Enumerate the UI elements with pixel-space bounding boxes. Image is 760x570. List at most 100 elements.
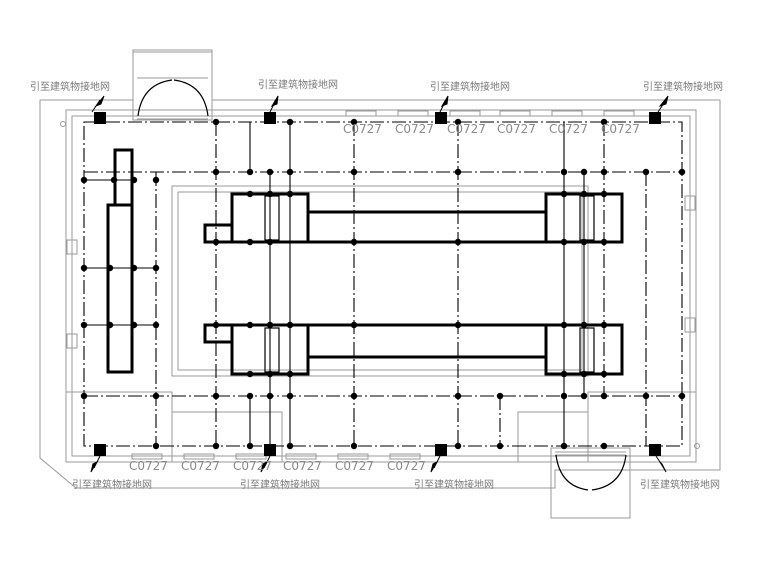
connection-dot	[212, 321, 220, 329]
connection-dot	[678, 168, 686, 176]
connection-dot	[152, 264, 160, 272]
connection-dot	[454, 118, 462, 126]
branch-lines	[84, 122, 585, 446]
connection-dot	[350, 238, 358, 246]
connection-dot	[580, 392, 588, 400]
connection-dot	[580, 370, 588, 378]
connection-dot	[454, 442, 462, 450]
annotation-bottom-3: 引至建筑物接地网	[414, 478, 494, 491]
annotation-bottom-1: 引至建筑物接地网	[72, 478, 152, 491]
connection-dot	[350, 442, 358, 450]
connection-dot	[80, 264, 88, 272]
connection-dot	[286, 442, 294, 450]
leader-arrows	[90, 95, 669, 473]
connection-dot	[110, 176, 118, 184]
connection-dot	[580, 238, 588, 246]
window-label-bottom-4: C0727	[283, 459, 322, 473]
annotation-top-2: 引至建筑物接地网	[258, 78, 338, 91]
window-label-top-4: C0727	[497, 122, 536, 136]
connection-dot	[80, 392, 88, 400]
connection-dot	[560, 168, 568, 176]
connection-dot	[496, 442, 504, 450]
left-equipment-upper	[113, 148, 134, 207]
grounding-electrode	[649, 444, 661, 456]
connection-dot	[642, 168, 650, 176]
connection-dot	[350, 118, 358, 126]
window-label-top-3: C0727	[447, 122, 486, 136]
grounding-annotations: 引至建筑物接地网 引至建筑物接地网 引至建筑物接地网 引至建筑物接地网 引至建筑…	[30, 78, 723, 491]
grounding-electrode	[94, 112, 106, 124]
connection-dot	[580, 190, 588, 198]
connection-dot	[266, 370, 274, 378]
connection-dot	[152, 176, 160, 184]
connection-dot	[152, 321, 160, 329]
connection-dot	[152, 392, 160, 400]
window-label-bottom-5: C0727	[335, 459, 374, 473]
annotation-bottom-4: 引至建筑物接地网	[640, 478, 720, 491]
grounding-electrode	[649, 112, 661, 124]
annotation-top-4: 引至建筑物接地网	[643, 80, 723, 93]
connection-dot	[560, 238, 568, 246]
connection-dot	[286, 118, 294, 126]
connection-dot	[350, 321, 358, 329]
connection-dot	[350, 392, 358, 400]
annotation-bottom-2: 引至建筑物接地网	[240, 478, 320, 491]
connection-dot	[560, 190, 568, 198]
connection-dot	[212, 442, 220, 450]
connection-dot	[454, 392, 462, 400]
grounding-electrode	[264, 444, 276, 456]
connection-dot	[106, 321, 114, 329]
connection-dot	[600, 190, 608, 198]
grounding-electrodes	[94, 112, 661, 456]
connection-dot	[266, 238, 274, 246]
connection-dot	[106, 264, 114, 272]
connection-dot	[678, 392, 686, 400]
grounding-electrode	[264, 112, 276, 124]
grounding-electrode	[435, 444, 447, 456]
connection-dot	[496, 392, 504, 400]
connection-dot	[266, 190, 274, 198]
window-label-bottom-1: C0727	[129, 459, 168, 473]
connection-dot	[560, 442, 568, 450]
connection-dot	[212, 118, 220, 126]
connection-dot	[246, 370, 254, 378]
window-label-top-5: C0727	[549, 122, 588, 136]
connection-dot	[600, 118, 608, 126]
connection-dot	[266, 168, 274, 176]
grounding-conductor	[83, 121, 683, 447]
grounding-electrode	[435, 112, 447, 124]
equipment	[106, 148, 624, 376]
window-label-bottom-6: C0727	[387, 459, 426, 473]
left-equipment-lower	[106, 203, 134, 374]
window-label-bottom-3: C0727	[233, 459, 272, 473]
connection-dot	[212, 392, 220, 400]
connection-dot	[246, 168, 254, 176]
connection-dot	[266, 321, 274, 329]
connection-dot	[350, 168, 358, 176]
window-label-top-6: C0727	[601, 122, 640, 136]
connection-dot	[246, 238, 254, 246]
connection-dot	[600, 168, 608, 176]
connection-dot	[212, 168, 220, 176]
connection-dot	[642, 392, 650, 400]
connection-dot	[600, 321, 608, 329]
connection-dot	[560, 321, 568, 329]
window-label-top-1: C0727	[343, 122, 382, 136]
connection-dot	[130, 264, 138, 272]
window-labels: C0727 C0727 C0727 C0727 C0727 C0727 C072…	[129, 122, 640, 473]
connection-dot	[286, 168, 294, 176]
connection-dot	[560, 370, 568, 378]
connection-dot	[600, 392, 608, 400]
connection-dot	[246, 442, 254, 450]
connection-dot	[454, 168, 462, 176]
building-outline	[39, 49, 721, 519]
connection-dot	[600, 370, 608, 378]
connection-dot	[286, 392, 294, 400]
connection-dot	[600, 238, 608, 246]
annotation-top-3: 引至建筑物接地网	[430, 80, 510, 93]
connection-dot	[286, 370, 294, 378]
connection-dot	[560, 392, 568, 400]
connection-dot	[580, 321, 588, 329]
connection-dot	[266, 392, 274, 400]
connection-dot	[80, 176, 88, 184]
